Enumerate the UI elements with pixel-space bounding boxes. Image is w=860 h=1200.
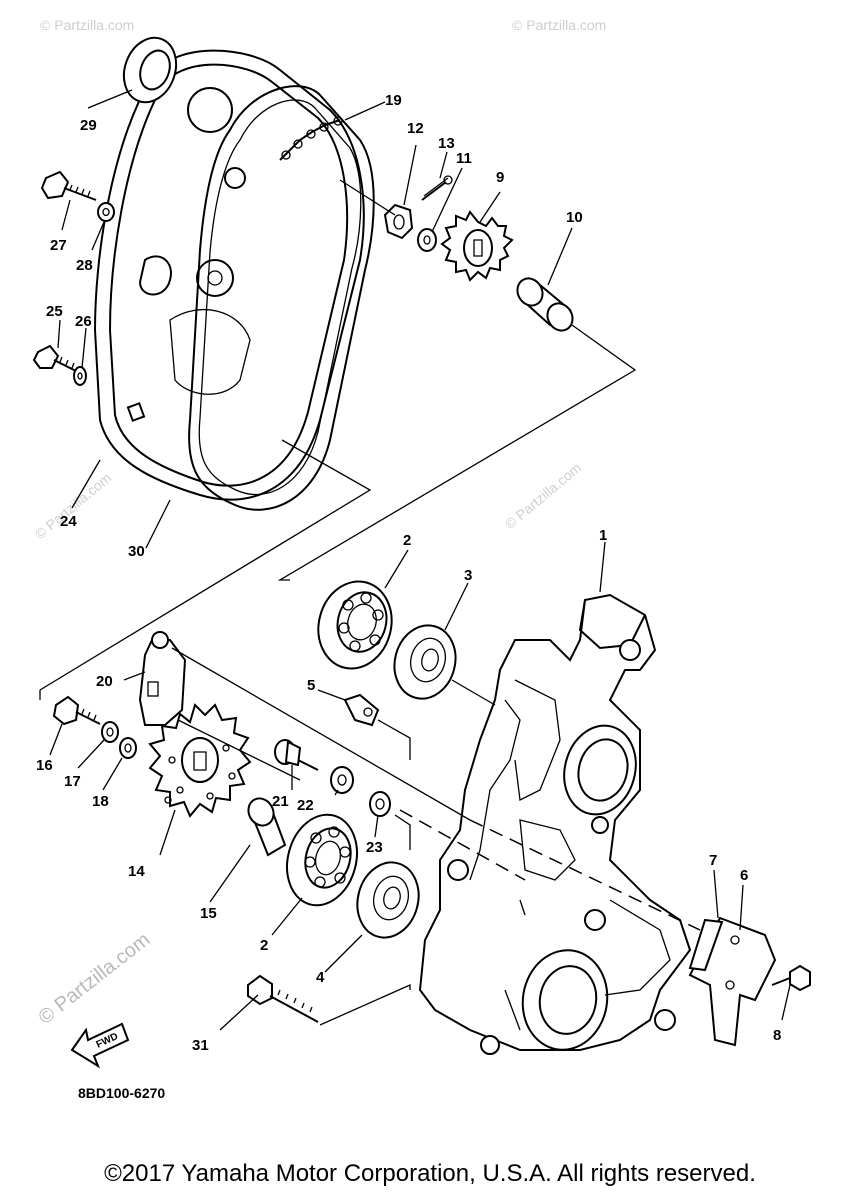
- drive-chain-19: [279, 116, 343, 161]
- callout-17: 17: [64, 773, 81, 790]
- oil-seal-4: [356, 861, 420, 939]
- chain-case-housing: [418, 593, 692, 1055]
- bolt-31: [247, 974, 319, 1023]
- sprocket-14: [148, 703, 252, 818]
- callout-10: 10: [566, 209, 583, 226]
- chain-case-gasket: [188, 85, 375, 511]
- bearing-2-lower: [286, 813, 358, 907]
- callout-7: 7: [709, 852, 717, 869]
- callout-5: 5: [307, 677, 315, 694]
- callout-16: 16: [36, 757, 53, 774]
- bolt-8: [771, 964, 811, 992]
- watermark-center: © Partzilla.com: [502, 459, 585, 532]
- callout-29: 29: [80, 117, 97, 134]
- leader-lines: [49, 89, 791, 1031]
- watermark-top-right: © Partzilla.com: [512, 17, 606, 33]
- callout-12: 12: [407, 120, 424, 137]
- callout-2-upper: 2: [403, 532, 411, 549]
- washer-26: [73, 366, 87, 386]
- washer-11: [417, 228, 437, 252]
- callout-26: 26: [75, 313, 92, 330]
- callout-labels: 1 2 2 3 4 5 6 7 8 9 10 11 12 13 14 15 16…: [36, 92, 781, 1054]
- callout-13: 13: [438, 135, 455, 152]
- callout-2-lower: 2: [260, 937, 268, 954]
- chain-case-cover: [93, 49, 365, 501]
- callout-28: 28: [76, 257, 93, 274]
- callout-25: 25: [46, 303, 63, 320]
- oil-seal-29: [122, 36, 178, 104]
- callout-14: 14: [128, 863, 145, 880]
- bolt-16: [52, 695, 101, 726]
- callout-11: 11: [456, 150, 472, 167]
- callout-22: 22: [297, 797, 314, 814]
- callout-15: 15: [200, 905, 217, 922]
- washer-17: [101, 721, 119, 743]
- washer-23: [369, 791, 391, 817]
- bolt-21: [274, 739, 319, 771]
- watermark-top-left: © Partzilla.com: [40, 17, 134, 33]
- bearing-2-upper: [317, 580, 393, 670]
- callout-8: 8: [773, 1027, 781, 1044]
- copyright-notice: ©2017 Yamaha Motor Corporation, U.S.A. A…: [104, 1160, 756, 1187]
- part-code: 8BD100-6270: [78, 1085, 165, 1101]
- plate-7: [688, 918, 724, 972]
- callout-27: 27: [50, 237, 67, 254]
- fitting-5: [343, 693, 380, 727]
- callout-19: 19: [385, 92, 402, 109]
- callout-6: 6: [740, 867, 748, 884]
- oil-seal-3: [393, 624, 457, 700]
- callout-23: 23: [366, 839, 383, 856]
- callout-1: 1: [599, 527, 607, 544]
- spacer-10: [516, 277, 574, 332]
- callout-21: 21: [272, 793, 289, 810]
- fwd-arrow-icon: FWD: [70, 1022, 130, 1069]
- callout-18: 18: [92, 793, 109, 810]
- callout-30: 30: [128, 543, 145, 560]
- callout-9: 9: [496, 169, 504, 186]
- callout-24: 24: [60, 513, 77, 530]
- spacer-15: [247, 797, 287, 857]
- callout-20: 20: [96, 673, 113, 690]
- nut-12: [383, 203, 414, 240]
- chain-tensioner-20: [138, 631, 187, 726]
- watermark-bottom-left: © Partzilla.com: [35, 929, 155, 1029]
- bolt-25: [32, 344, 79, 373]
- callout-4: 4: [316, 969, 325, 986]
- bolt-27: [40, 170, 97, 201]
- sprocket-9: [440, 210, 514, 282]
- parts-diagram: © Partzilla.com © Partzilla.com © Partzi…: [32, 17, 811, 1101]
- nut-22: [330, 766, 354, 794]
- washer-28: [97, 202, 115, 222]
- cotter-pin-13: [421, 175, 453, 201]
- callout-3: 3: [464, 567, 472, 584]
- callout-31: 31: [192, 1037, 209, 1054]
- washer-18: [119, 737, 137, 759]
